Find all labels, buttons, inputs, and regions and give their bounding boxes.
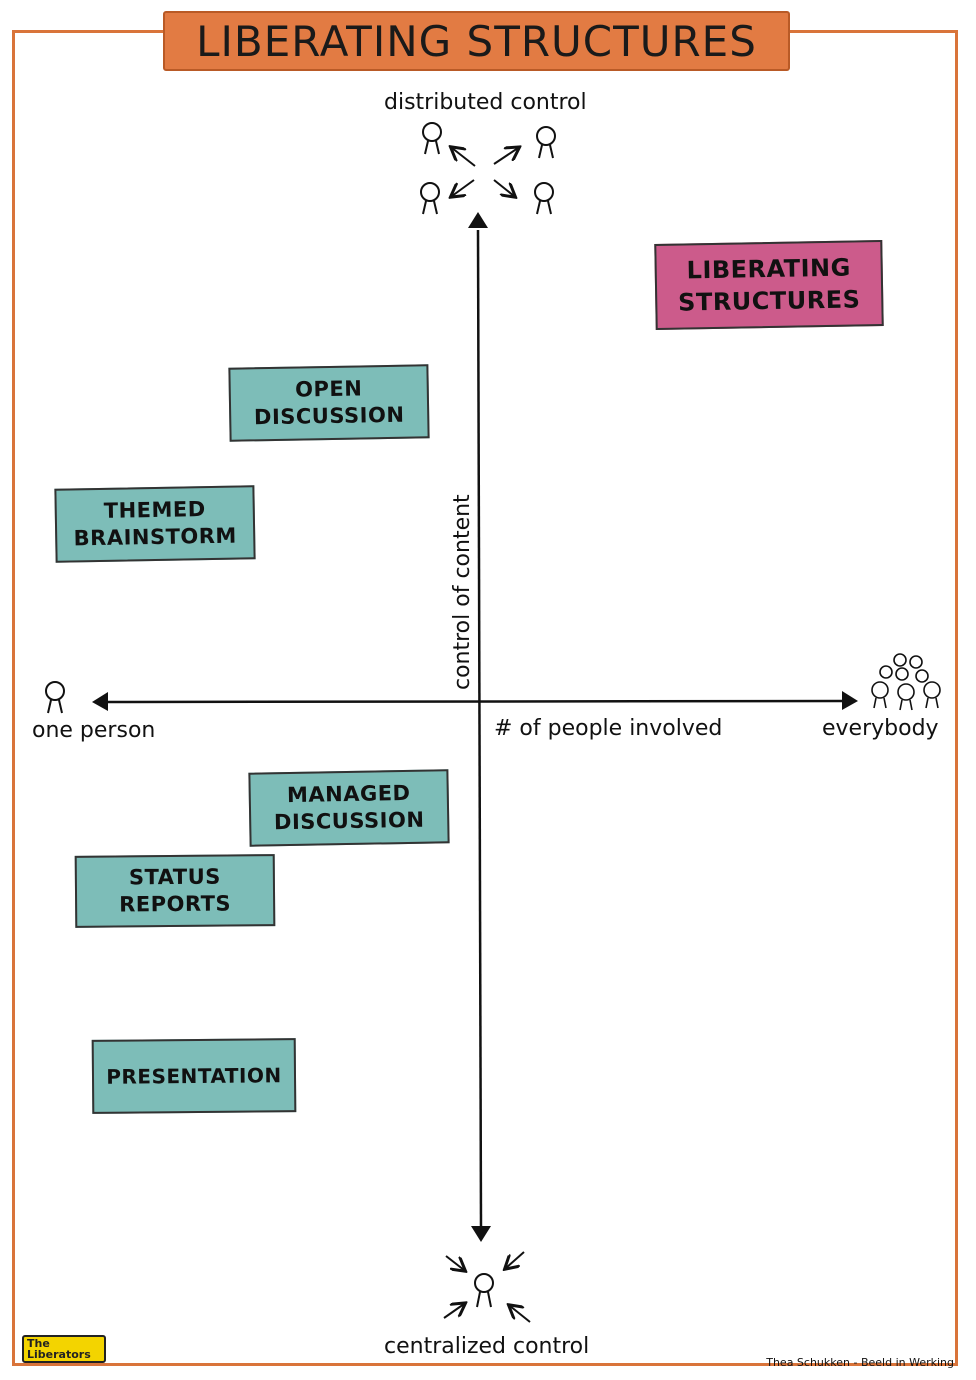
label-one-person: one person <box>32 718 156 743</box>
logo-line: The <box>27 1337 50 1350</box>
box-line: MANAGED <box>286 780 411 808</box>
box-liberating-structures: LIBERATING STRUCTURES <box>654 240 884 330</box>
box-line: DISCUSSION <box>253 402 405 430</box>
label-people-involved: # of people involved <box>494 716 723 741</box>
label-centralized-control: centralized control <box>384 1334 590 1359</box>
axis-arrow-down-icon <box>471 1226 491 1242</box>
logo-line: Liberators <box>27 1348 91 1361</box>
box-line: LIBERATING <box>686 253 852 285</box>
box-line: STATUS <box>128 864 221 890</box>
centralized-person-icon <box>443 1251 531 1323</box>
box-presentation: PRESENTATION <box>91 1038 297 1114</box>
poster-frame <box>12 30 958 1366</box>
distributed-people-icon <box>420 122 556 215</box>
vertical-axis <box>468 212 491 1242</box>
box-line: BRAINSTORM <box>73 523 238 551</box>
crowd-icon <box>871 653 941 711</box>
title-banner: LIBERATING STRUCTURES <box>163 11 790 71</box>
label-everybody: everybody <box>822 716 939 741</box>
horizontal-axis <box>92 691 858 711</box>
the-liberators-logo: The Liberators <box>22 1335 106 1363</box>
label-control-of-content: control of content <box>450 494 475 690</box>
axis-arrow-right-icon <box>842 691 858 710</box>
credit-text: Thea Schukken - Beeld in Werking <box>766 1356 954 1369</box>
box-line: THEMED <box>103 497 206 523</box>
box-themed-brainstorm: THEMED BRAINSTORM <box>54 485 256 563</box>
box-line: PRESENTATION <box>106 1062 282 1089</box>
box-line: REPORTS <box>119 891 232 917</box>
box-line: DISCUSSION <box>273 807 425 835</box>
box-open-discussion: OPEN DISCUSSION <box>228 364 430 442</box>
frame-top-right <box>790 30 958 33</box>
one-person-icon <box>45 681 65 714</box>
axis-arrow-left-icon <box>92 692 108 711</box>
axis-arrow-up-icon <box>468 212 488 228</box>
box-line: STRUCTURES <box>677 285 861 317</box>
label-distributed-control: distributed control <box>384 90 587 115</box>
box-line: OPEN <box>294 376 363 402</box>
box-managed-discussion: MANAGED DISCUSSION <box>248 769 450 847</box>
box-status-reports: STATUS REPORTS <box>74 854 276 928</box>
frame-top-left <box>12 30 164 33</box>
